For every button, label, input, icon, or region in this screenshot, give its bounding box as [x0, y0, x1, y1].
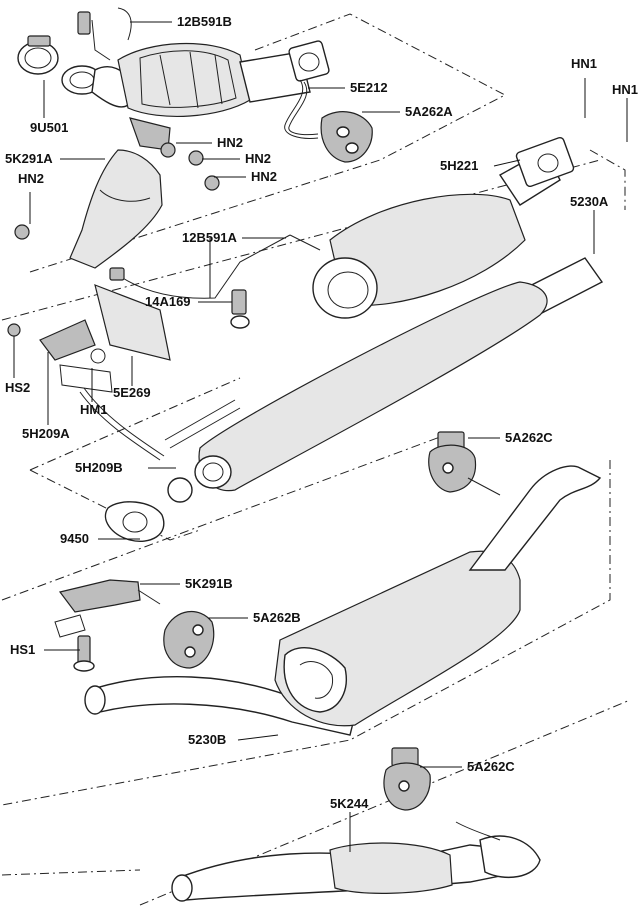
label-HN1-a: HN1: [571, 56, 597, 71]
label-5A262C-lower: 5A262C: [467, 759, 515, 774]
label-HS1: HS1: [10, 642, 35, 657]
label-9450: 9450: [60, 531, 89, 546]
label-12B591A: 12B591A: [182, 230, 238, 245]
label-5E269: 5E269: [113, 385, 151, 400]
label-5K244: 5K244: [330, 796, 369, 811]
label-5A262C-upper: 5A262C: [505, 430, 553, 445]
label-12B591B: 12B591B: [177, 14, 232, 29]
hanger-5A262C-upper: [429, 432, 500, 495]
label-5H209B: 5H209B: [75, 460, 123, 475]
rear-muffler-5230B: [55, 466, 600, 735]
leader-lines: [13, 21, 628, 852]
label-5H221: 5H221: [440, 158, 478, 173]
particulate-filter: [8, 137, 575, 392]
label-14A169: 14A169: [145, 294, 191, 309]
catalytic-converter: [15, 8, 372, 268]
label-5230B: 5230B: [188, 732, 226, 747]
label-5E212: 5E212: [350, 80, 388, 95]
label-HM1: HM1: [80, 402, 107, 417]
label-5A262A: 5A262A: [405, 104, 453, 119]
label-HS2: HS2: [5, 380, 30, 395]
label-HN2-d: HN2: [18, 171, 44, 186]
label-HN1-b: HN1: [612, 82, 638, 97]
label-HN2-c: HN2: [251, 169, 277, 184]
part-labels: 12B591B 9U501 5E212 5A262A HN1 HN1 5K291…: [5, 14, 638, 811]
intermediate-pipe-5230A: [80, 258, 602, 491]
label-HN2-a: HN2: [217, 135, 243, 150]
label-HN2-b: HN2: [245, 151, 271, 166]
gasket-9450: [105, 478, 192, 541]
label-5230A: 5230A: [570, 194, 609, 209]
label-5K291B: 5K291B: [185, 576, 233, 591]
label-9U501: 9U501: [30, 120, 68, 135]
label-5K291A: 5K291A: [5, 151, 53, 166]
label-5A262B: 5A262B: [253, 610, 301, 625]
label-5H209A: 5H209A: [22, 426, 70, 441]
tail-pipe-5K244: [172, 748, 540, 901]
